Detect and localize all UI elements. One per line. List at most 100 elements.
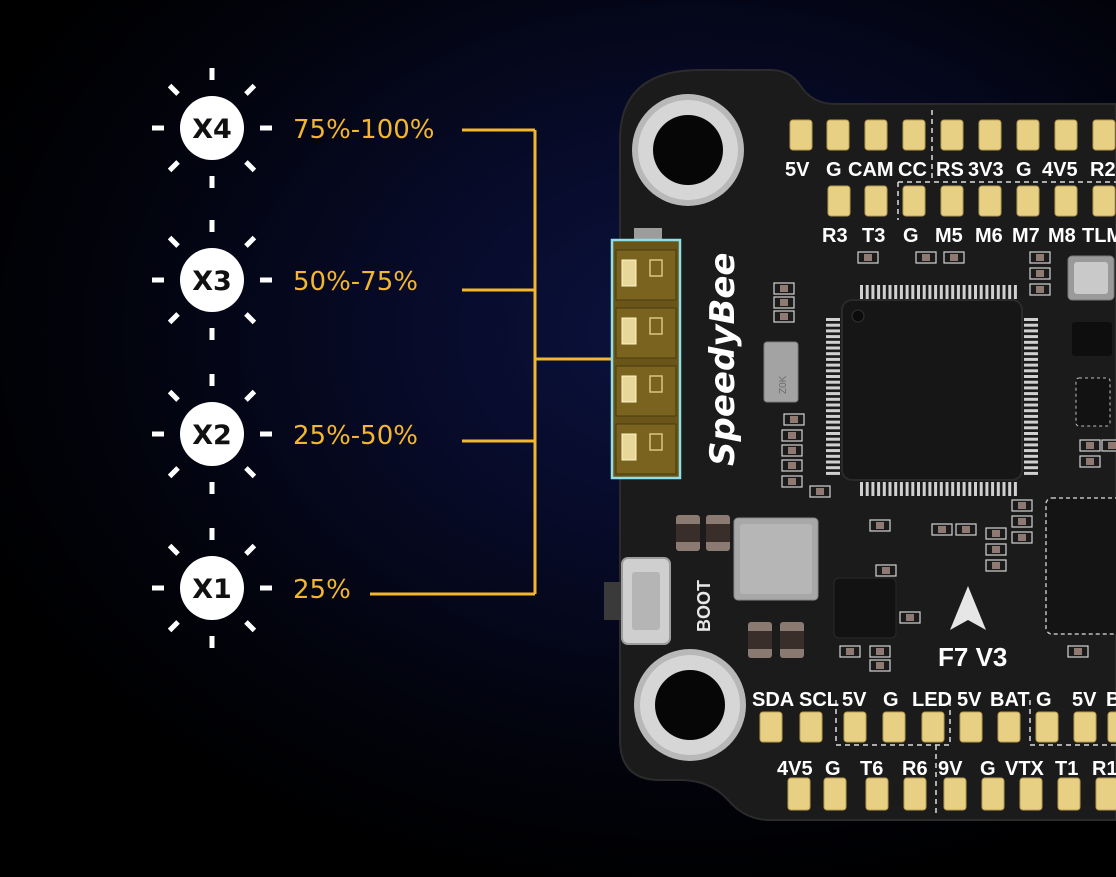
solder-pad bbox=[978, 185, 1002, 217]
smd-component bbox=[955, 523, 977, 536]
pin-label: 5V bbox=[957, 689, 982, 711]
small-ic bbox=[1075, 377, 1111, 427]
smd-component bbox=[781, 429, 803, 442]
pads-top-row2 bbox=[827, 185, 1116, 217]
indicator-label: X3 bbox=[192, 266, 232, 297]
solder-pad bbox=[1035, 711, 1059, 743]
indicator-circle bbox=[180, 248, 244, 312]
power-inductor-face bbox=[740, 524, 812, 594]
pin-label: 5V bbox=[785, 159, 810, 181]
pin-label: B bbox=[1106, 689, 1116, 711]
smd-component bbox=[773, 310, 795, 323]
smd-component bbox=[869, 519, 891, 532]
smd-component bbox=[781, 475, 803, 488]
pin-labels-top2: R3 T3 G M5 M6 M7 M8 TLM bbox=[822, 225, 1116, 247]
pin-label: G bbox=[825, 758, 841, 780]
ray bbox=[167, 83, 180, 96]
smd-component bbox=[899, 611, 921, 624]
ray bbox=[244, 543, 257, 556]
ray bbox=[167, 312, 180, 325]
pin-label: M8 bbox=[1048, 225, 1076, 247]
smd-component bbox=[1079, 439, 1101, 452]
range-labels: 75%-100% 50%-75% 25%-50% 25% bbox=[293, 115, 435, 605]
smd-component bbox=[1029, 267, 1051, 280]
ray bbox=[244, 312, 257, 325]
pin-label: CAM bbox=[848, 159, 894, 181]
pin-label: 4V5 bbox=[1042, 159, 1078, 181]
smd-components bbox=[773, 251, 1116, 672]
ray bbox=[167, 466, 180, 479]
pads-bottom-row2 bbox=[787, 777, 1116, 811]
smd-component bbox=[857, 251, 879, 264]
solder-pad bbox=[843, 711, 867, 743]
led-strip bbox=[610, 228, 682, 480]
solder-pad bbox=[864, 185, 888, 217]
smd-component bbox=[781, 444, 803, 457]
pin-label: T6 bbox=[860, 758, 883, 780]
pin-label: 3V3 bbox=[968, 159, 1004, 181]
ray bbox=[244, 466, 257, 479]
pin-labels-top1: 5V G CAM CC RS 3V3 G 4V5 R2 bbox=[785, 159, 1116, 181]
secondary-chip bbox=[1045, 497, 1116, 635]
pin-label: R3 bbox=[822, 225, 848, 247]
pin-label: SCL bbox=[799, 689, 839, 711]
pin-label: CC bbox=[898, 159, 927, 181]
pin-label: BAT bbox=[990, 689, 1030, 711]
led bbox=[615, 307, 677, 359]
pin-label: 5V bbox=[1072, 689, 1097, 711]
pin-label: M6 bbox=[975, 225, 1003, 247]
smd-component bbox=[875, 564, 897, 577]
capacitor-bottom-left bbox=[748, 622, 772, 658]
pin-label: G bbox=[903, 225, 919, 247]
indicator-label: X4 bbox=[192, 114, 232, 145]
solder-pad bbox=[789, 119, 813, 151]
mounting-hole-bottom bbox=[634, 649, 746, 761]
range-label-x2: 25%-50% bbox=[293, 421, 418, 451]
smd-component bbox=[781, 459, 803, 472]
solder-pad bbox=[1073, 711, 1097, 743]
solder-pad bbox=[799, 711, 823, 743]
solder-pad bbox=[1092, 119, 1116, 151]
smd-component bbox=[1011, 515, 1033, 528]
pin-label: G bbox=[826, 159, 842, 181]
led bbox=[615, 249, 677, 301]
ray bbox=[244, 389, 257, 402]
ray bbox=[244, 235, 257, 248]
pin-label: G bbox=[883, 689, 899, 711]
pin-label: R1 bbox=[1092, 758, 1116, 780]
gyro-chip bbox=[833, 577, 897, 639]
boot-button bbox=[604, 557, 671, 645]
solder-pad bbox=[902, 185, 926, 217]
range-label-x1: 25% bbox=[293, 575, 351, 605]
pads-bottom-row1 bbox=[759, 711, 1116, 743]
range-label-x3: 50%-75% bbox=[293, 267, 418, 297]
solder-pad bbox=[978, 119, 1002, 151]
pin-label: SDA bbox=[752, 689, 794, 711]
mounting-hole-top bbox=[632, 94, 744, 206]
solder-pad bbox=[903, 777, 927, 811]
indicator-circle bbox=[180, 96, 244, 160]
pads-top-row1 bbox=[789, 119, 1116, 151]
solder-pad bbox=[1107, 711, 1116, 743]
pin-label: 9V bbox=[938, 758, 963, 780]
led-indicator-icon: X2 bbox=[152, 374, 272, 494]
smd-component bbox=[1029, 283, 1051, 296]
pin-label: VTX bbox=[1005, 758, 1045, 780]
solder-pad bbox=[981, 777, 1005, 811]
direction-arrow-icon bbox=[950, 586, 986, 630]
pin-label: G bbox=[1016, 159, 1032, 181]
solder-pad bbox=[1092, 185, 1116, 217]
pin-label: M7 bbox=[1012, 225, 1040, 247]
pin-label: G bbox=[980, 758, 996, 780]
solder-pad bbox=[823, 777, 847, 811]
smd-component bbox=[943, 251, 965, 264]
pad-separators bbox=[835, 110, 1116, 815]
solder-pad bbox=[1019, 777, 1043, 811]
pin-labels-bottom2: 4V5 G T6 R6 9V G VTX T1 R1 bbox=[777, 758, 1116, 780]
solder-pad bbox=[959, 711, 983, 743]
smd-component bbox=[915, 251, 937, 264]
mcu-chip bbox=[826, 285, 1038, 496]
pin-label: R6 bbox=[902, 758, 928, 780]
indicator-label: X1 bbox=[192, 574, 232, 605]
